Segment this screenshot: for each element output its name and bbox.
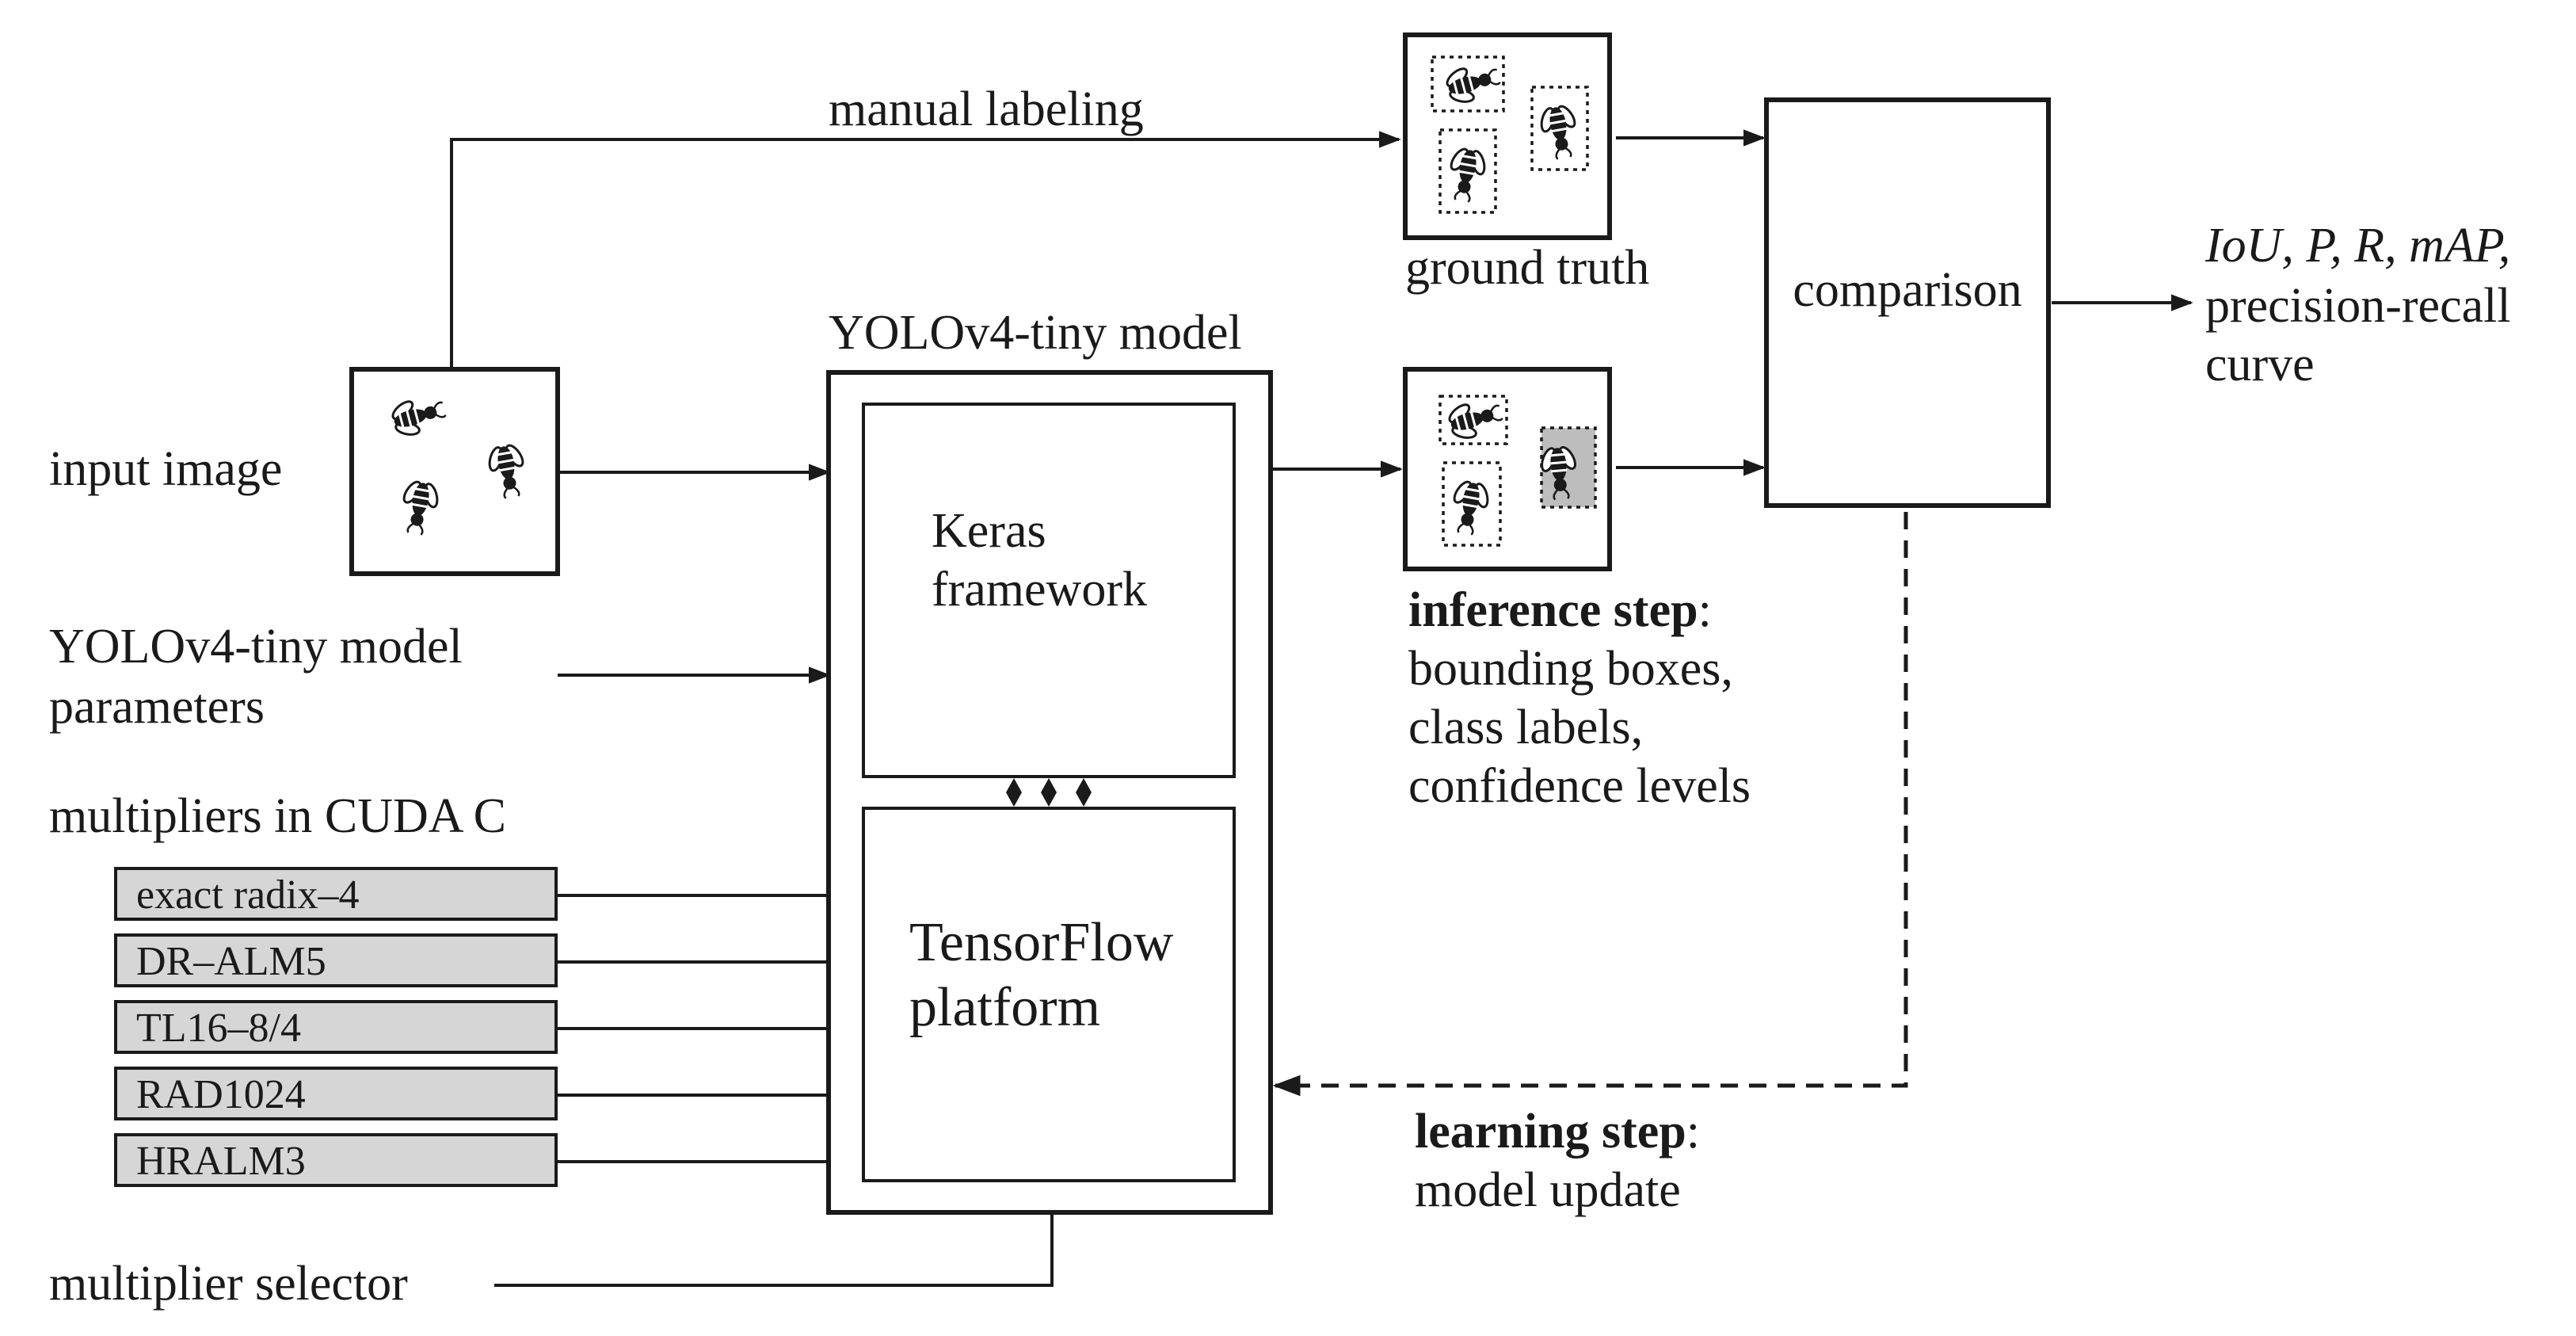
yolo-model-title: YOLOv4-tiny model (829, 306, 1242, 360)
metrics-label-2: precision-recall (2205, 279, 2511, 333)
keras-label: Keras (932, 504, 1046, 558)
ground-truth-box (1403, 32, 1612, 240)
tensorflow-label: TensorFlow (909, 912, 1174, 973)
keras-tensorflow-link-icon (1006, 778, 1092, 807)
tensorflow-box (862, 807, 1236, 1182)
tensorflow-label-2: platform (909, 977, 1100, 1038)
learning-step-heading: learning step: (1415, 1105, 1700, 1159)
learning-step-line: model update (1415, 1163, 1681, 1217)
metrics-label-3: curve (2205, 338, 2315, 391)
predicted-bbox (1442, 461, 1502, 547)
inference-step-line: bounding boxes, (1408, 642, 1733, 696)
predicted-bbox (1439, 395, 1508, 445)
keras-box (862, 403, 1236, 778)
multiplier-label: RAD1024 (136, 1072, 306, 1117)
ground-truth-label: ground truth (1405, 241, 1649, 295)
multiplier-label: TL16–8/4 (136, 1006, 301, 1051)
multiplier-label: exact radix–4 (136, 872, 360, 918)
multiplier-box-hralm3 (114, 1133, 558, 1187)
multiplier-selector-label: multiplier selector (49, 1257, 408, 1311)
keras-label-2: framework (932, 563, 1147, 616)
comparison-label: comparison (1793, 263, 2022, 317)
multiplier-box-rad1024 (114, 1067, 558, 1120)
ground-truth-bbox (1530, 86, 1589, 171)
metrics-label: IoU, P, R, mAP, (2204, 219, 2510, 273)
manual-labeling-arrow (450, 131, 1401, 369)
multipliers-title: multipliers in CUDA C (49, 789, 506, 843)
multiplier-box-tl16 (114, 1000, 558, 1054)
input-image-box (349, 367, 560, 576)
comparison-box (1764, 97, 2051, 508)
multiplier-selector-arrow (494, 1186, 1061, 1287)
inference-step-heading: inference step: (1408, 583, 1712, 637)
multiplier-box-exact-radix4 (114, 867, 558, 921)
yolo-params-label-2: parameters (49, 680, 265, 734)
yolo-params-label: YOLOv4-tiny model (49, 620, 463, 674)
ground-truth-bbox (1439, 128, 1497, 214)
manual-labeling-label: manual labeling (829, 82, 1144, 136)
inference-step-line: class labels, (1408, 700, 1643, 754)
learning-feedback-arrow (1272, 512, 1908, 1097)
inference-step-line: confidence levels (1408, 759, 1751, 813)
input-image-label: input image (49, 442, 282, 496)
multiplier-label: HRALM3 (136, 1139, 306, 1184)
multiplier-box-dr-alm5 (114, 933, 558, 987)
ground-truth-bbox (1431, 55, 1505, 113)
multiplier-label: DR–ALM5 (136, 939, 326, 984)
